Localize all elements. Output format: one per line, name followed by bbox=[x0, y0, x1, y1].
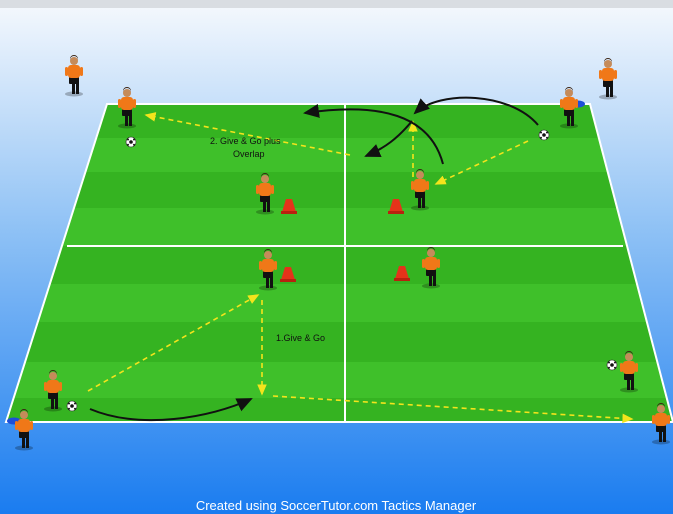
ball-icon bbox=[125, 136, 137, 148]
run-arrow bbox=[413, 96, 539, 126]
ball-icon bbox=[66, 400, 78, 412]
pass-arrow bbox=[144, 112, 351, 156]
drill-2-label-line2: Overlap bbox=[233, 149, 265, 159]
ball-icon bbox=[538, 129, 550, 141]
pitch bbox=[4, 103, 673, 423]
pass-arrow bbox=[272, 395, 634, 424]
pass-arrow bbox=[87, 294, 260, 392]
top-border bbox=[0, 0, 673, 8]
drill-2-label-line1: 2. Give & Go plus bbox=[210, 136, 281, 146]
run-arrow bbox=[303, 104, 444, 165]
run-arrow bbox=[89, 398, 253, 422]
run-arrow bbox=[364, 120, 413, 158]
ball-icon bbox=[606, 359, 618, 371]
run-arrows bbox=[89, 96, 539, 422]
footer-credit: Created using SoccerTutor.com Tactics Ma… bbox=[196, 498, 477, 513]
drill-1-label: 1.Give & Go bbox=[276, 333, 325, 343]
pass-arrow bbox=[434, 140, 529, 185]
pass-arrows bbox=[87, 112, 634, 424]
